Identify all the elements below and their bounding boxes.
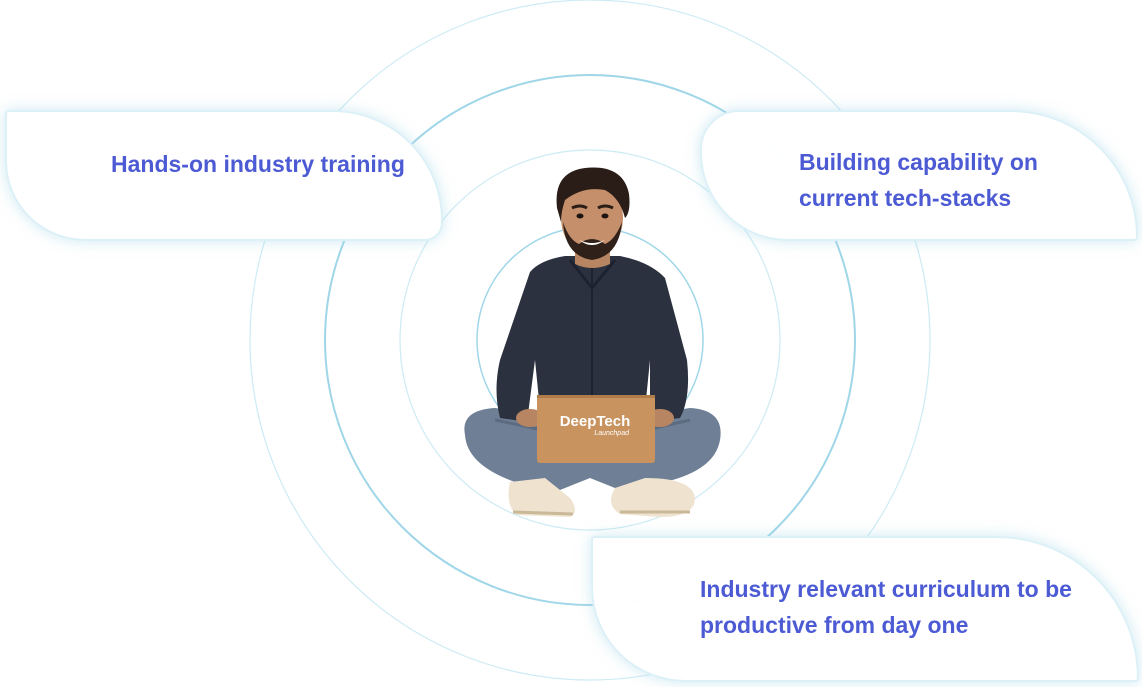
ring-medium — [399, 149, 781, 531]
feature-text: Building capability on current tech-stac… — [799, 149, 1038, 211]
feature-text: Industry relevant curriculum to be produ… — [700, 576, 1072, 638]
student-with-laptop-photo: DeepTech Launchpad — [455, 160, 730, 525]
feature-card-hands-on-training: Hands-on industry training — [5, 110, 443, 241]
laptop-subtitle: Launchpad — [594, 430, 629, 437]
feature-text: Hands-on industry training — [111, 151, 405, 177]
feature-card-curriculum: Industry relevant curriculum to be produ… — [591, 536, 1139, 682]
ring-large — [324, 74, 856, 606]
person-illustration — [464, 167, 721, 517]
laptop — [537, 395, 655, 463]
deeptech-logo: DeepTech Launchpad — [555, 414, 635, 438]
laptop-brand: DeepTech — [559, 413, 631, 430]
ring-outer — [249, 0, 931, 681]
feature-card-tech-stacks: Building capability on current tech-stac… — [700, 110, 1138, 241]
